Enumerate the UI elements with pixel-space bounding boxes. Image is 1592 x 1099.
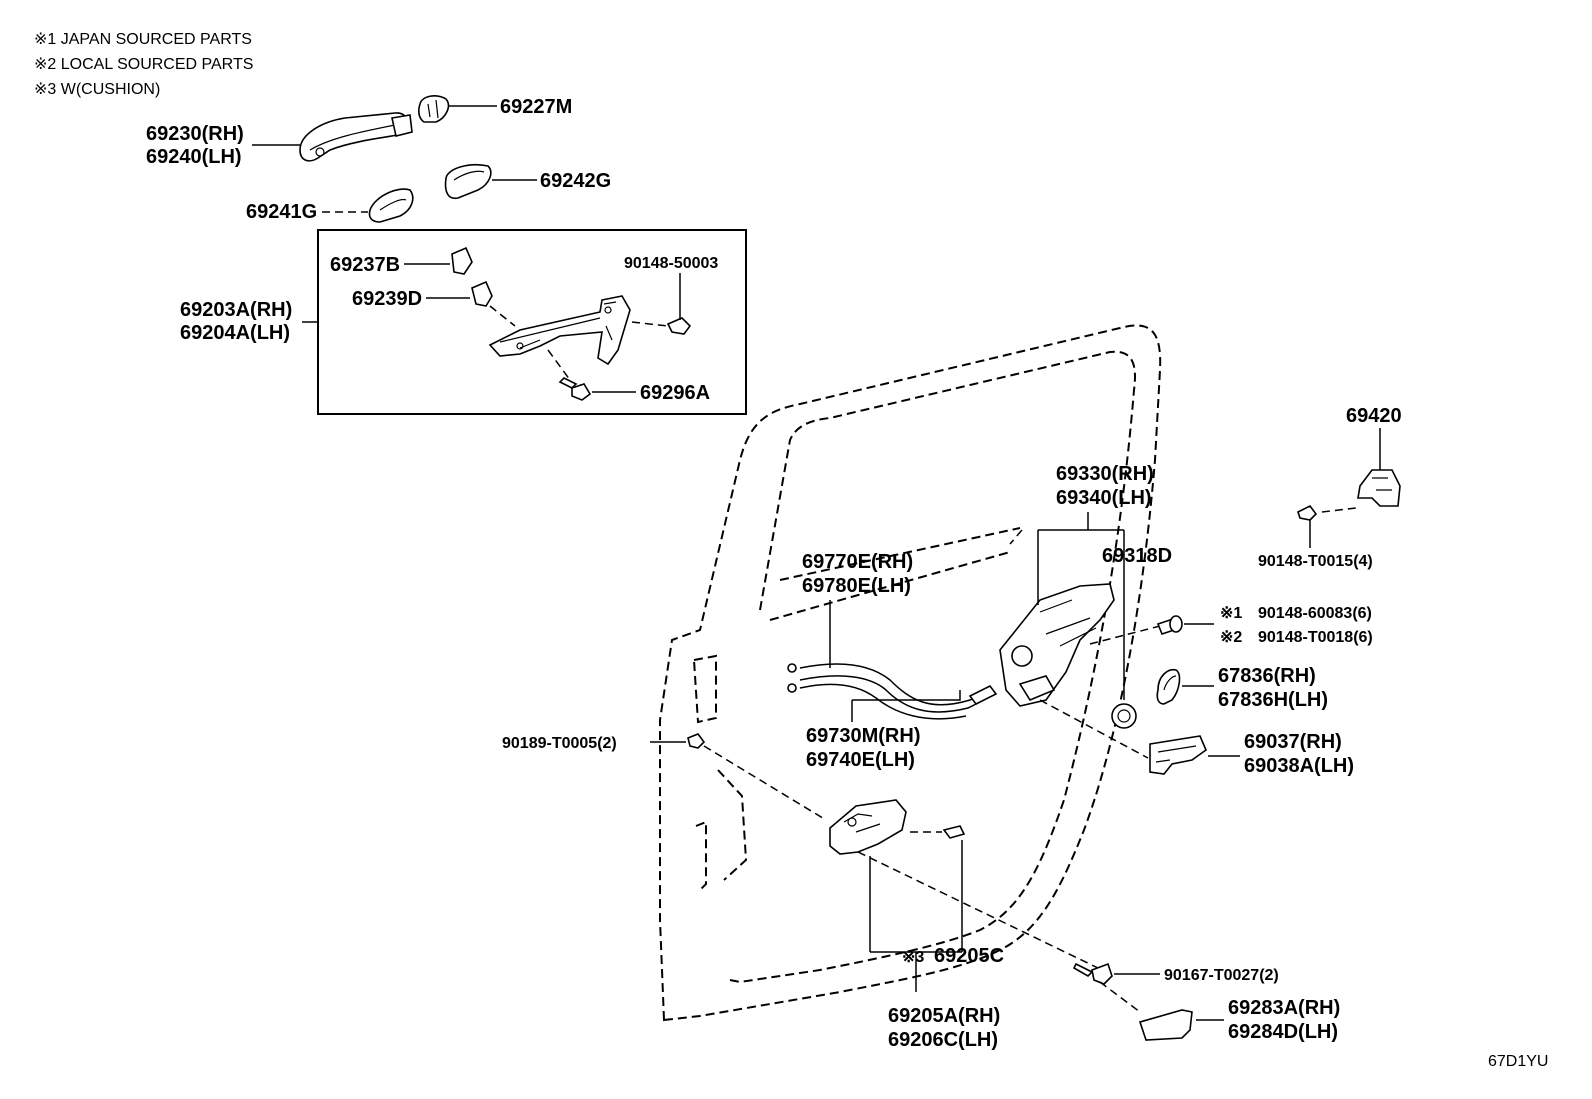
bolt-90148-50003: [666, 317, 692, 335]
note-local-sourced: ※2 LOCAL SOURCED PARTS: [34, 56, 253, 73]
latch-69037: [1149, 735, 1207, 775]
handle-frame: [488, 295, 631, 366]
label-69205A-rh: 69205A(RH): [888, 1005, 1000, 1027]
diagram-code: 67D1YU: [1488, 1053, 1548, 1070]
label-67836H-lh: 67836H(LH): [1218, 689, 1328, 711]
door-outline: [659, 324, 1162, 1022]
label-69318D: 69318D: [1102, 545, 1172, 567]
handle-pad-69242G: [444, 163, 492, 200]
mark-2: ※2: [1220, 629, 1242, 646]
label-69780E-lh: 69780E(LH): [802, 575, 911, 597]
clip-69237B: [451, 246, 473, 275]
label-69227M: 69227M: [500, 96, 572, 118]
label-69340-lh: 69340(LH): [1056, 487, 1152, 509]
note-cushion: ※3 W(CUSHION): [34, 81, 160, 98]
cushion-69205C: [942, 825, 966, 839]
label-69038A-lh: 69038A(LH): [1244, 755, 1354, 777]
label-69420: 69420: [1346, 405, 1402, 427]
label-67836-rh: 67836(RH): [1218, 665, 1316, 687]
label-69204A-lh: 69204A(LH): [180, 322, 290, 344]
bezel-69283A: [1138, 1009, 1193, 1041]
outside-handle: [299, 112, 413, 162]
note-japan-sourced: ※1 JAPAN SOURCED PARTS: [34, 31, 252, 48]
label-69241G: 69241G: [246, 201, 317, 223]
label-69283A-rh: 69283A(RH): [1228, 997, 1340, 1019]
label-69237B: 69237B: [330, 254, 400, 276]
label-69203A-rh: 69203A(RH): [180, 299, 292, 321]
label-69206C-lh: 69206C(LH): [888, 1029, 998, 1051]
label-69242G: 69242G: [540, 170, 611, 192]
label-90189-T0005: 90189-T0005(2): [502, 735, 617, 752]
label-69037-rh: 69037(RH): [1244, 731, 1342, 753]
inside-handle-69205A: [829, 799, 907, 855]
lock-cables: [787, 663, 998, 720]
cushion-69318D: [1111, 703, 1137, 729]
label-69284D-lh: 69284D(LH): [1228, 1021, 1338, 1043]
screw-90167-T0027: [1072, 962, 1113, 985]
label-90148-T0015: 90148-T0015(4): [1258, 553, 1373, 570]
label-69330-rh: 69330(RH): [1056, 463, 1154, 485]
pad-69239D: [471, 280, 493, 307]
bolt-90148-T0015: [1297, 504, 1318, 521]
label-90148-T0018: 90148-T0018(6): [1258, 629, 1373, 646]
label-90167-T0027: 90167-T0027(2): [1164, 967, 1279, 984]
label-69230-rh: 69230(RH): [146, 123, 244, 145]
bolt-90189-T0005: [687, 733, 706, 749]
door-lock-assembly: [999, 583, 1115, 707]
handle-cap: [418, 95, 450, 123]
label-69296A: 69296A: [640, 382, 710, 404]
label-69740E-lh: 69740E(LH): [806, 749, 915, 771]
mark-3: ※3: [902, 949, 924, 966]
mark-1: ※1: [1220, 605, 1242, 622]
striker-69420: [1357, 469, 1401, 507]
label-69730M-rh: 69730M(RH): [806, 725, 920, 747]
label-69770E-rh: 69770E(RH): [802, 551, 913, 573]
handle-pad-69241G: [368, 188, 414, 223]
label-90148-50003: 90148-50003: [624, 255, 718, 272]
cover-67836: [1156, 668, 1181, 705]
label-90148-60083: 90148-60083(6): [1258, 605, 1372, 622]
screw-90148-60083: [1156, 615, 1183, 635]
label-69239D: 69239D: [352, 288, 422, 310]
screw-69296A: [558, 377, 592, 401]
label-69240-lh: 69240(LH): [146, 146, 242, 168]
label-69205C: 69205C: [934, 945, 1004, 967]
